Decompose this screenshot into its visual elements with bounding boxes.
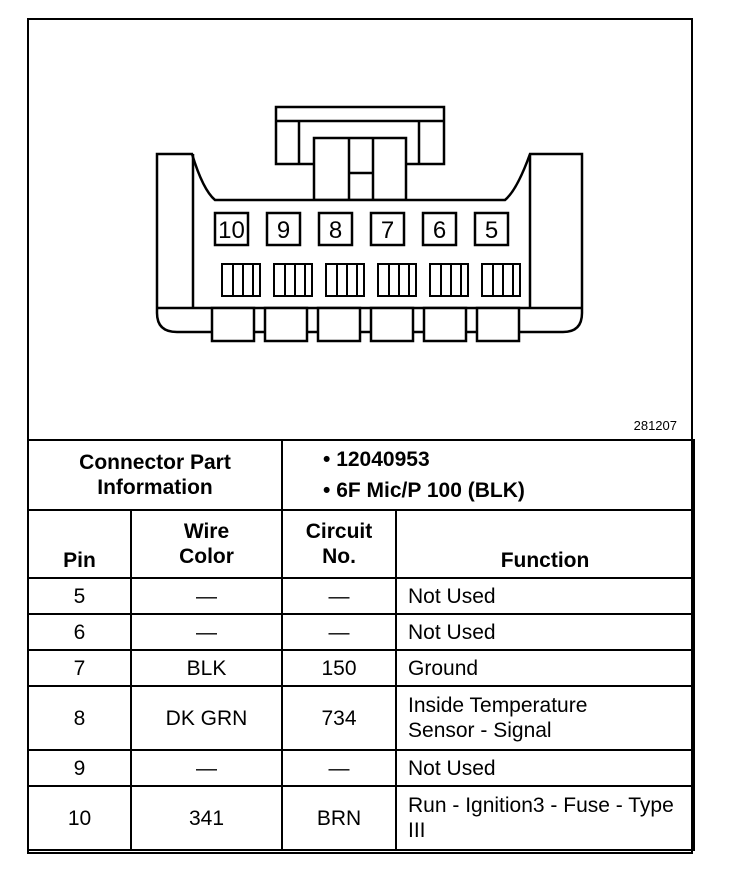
pin-cell: 10 [27, 785, 132, 851]
cavity-label-8: 8 [329, 217, 342, 244]
wire-color-cell: BLK [129, 649, 284, 687]
cavity-label-9: 9 [277, 217, 290, 244]
function-cell-text: Run - Ignition3 - Fuse - Type III [408, 794, 674, 842]
bottom-tabs [210, 306, 521, 343]
function-cell: Run - Ignition3 - Fuse - Type III [395, 785, 696, 851]
table-row: 6 — — Not Used [27, 613, 696, 651]
cavity-label-7: 7 [381, 217, 394, 244]
pin-cell: 9 [27, 749, 132, 787]
table-row: 9 — — Not Used [27, 749, 696, 787]
header-circuit-no-text: Circuit No. [305, 520, 373, 568]
table-row: 10 341 BRN Run - Ignition3 - Fuse - Type… [27, 785, 696, 851]
circuit-no-cell: 734 [281, 685, 398, 751]
header-wire-color-text: Wire Color [179, 520, 234, 568]
function-cell: Not Used [395, 749, 696, 787]
column-header-row: Pin Wire Color Circuit No. Function [27, 509, 696, 579]
part-description: • 6F Mic/P 100 (BLK) [323, 479, 525, 502]
pin-cell: 7 [27, 649, 132, 687]
connector-drawing: 10 9 8 7 6 5 [155, 105, 584, 343]
terminal-slots [221, 263, 521, 297]
circuit-no-cell: — [281, 749, 398, 787]
pin-cell: 6 [27, 613, 132, 651]
wire-color-cell: — [129, 577, 284, 615]
pin-table: Connector Part Information • 12040953 • … [26, 439, 696, 851]
connector-frame: 10 9 8 7 6 5 281207 Connector Part Infor… [26, 18, 696, 854]
connector-diagram: 10 9 8 7 6 5 281207 [29, 20, 691, 439]
pin-cell: 8 [27, 685, 132, 751]
latch-inner [312, 136, 408, 202]
function-cell: Not Used [395, 577, 696, 615]
wire-color-cell: — [129, 613, 284, 651]
figure-id: 281207 [633, 418, 677, 433]
circuit-no-cell: — [281, 577, 398, 615]
part-number: • 12040953 [323, 448, 430, 471]
cavity-label-10: 10 [218, 217, 245, 244]
wire-color-cell: 341 [129, 785, 284, 851]
cavity-label-5: 5 [485, 217, 498, 244]
wire-color-cell: DK GRN [129, 685, 284, 751]
header-pin: Pin [27, 509, 132, 579]
header-circuit-no: Circuit No. [281, 509, 398, 579]
connector-part-numbers: • 12040953 • 6F Mic/P 100 (BLK) [281, 439, 696, 511]
connector-info-row: Connector Part Information • 12040953 • … [26, 439, 696, 511]
circuit-no-cell: 150 [281, 649, 398, 687]
cavity-label-6: 6 [433, 217, 446, 244]
function-cell: Inside Temperature Sensor - Signal [395, 685, 696, 751]
connector-body [155, 152, 584, 334]
header-wire-color: Wire Color [129, 509, 284, 579]
connector-info-label: Connector Part Information [26, 439, 284, 511]
header-function: Function [395, 509, 696, 579]
table-row: 7 BLK 150 Ground [27, 649, 696, 687]
table-row: 5 — — Not Used [27, 577, 696, 615]
function-cell: Not Used [395, 613, 696, 651]
circuit-no-cell: BRN [281, 785, 398, 851]
circuit-no-cell: — [281, 613, 398, 651]
function-cell-text: Inside Temperature Sensor - Signal [408, 694, 588, 742]
cavity-boxes [213, 211, 510, 247]
pin-cell: 5 [27, 577, 132, 615]
table-row: 8 DK GRN 734 Inside Temperature Sensor -… [27, 685, 696, 751]
wire-color-cell: — [129, 749, 284, 787]
function-cell: Ground [395, 649, 696, 687]
